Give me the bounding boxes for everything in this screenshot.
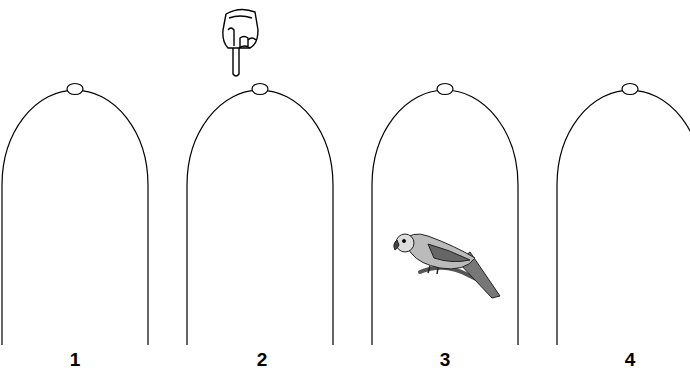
pointing-hand — [223, 9, 258, 76]
cage-outline — [187, 90, 333, 345]
cage-ring — [252, 84, 268, 95]
callout-number: 3 — [440, 350, 451, 369]
cage-ring — [622, 84, 638, 95]
cage-outline — [2, 90, 148, 345]
callout-number: 2 — [257, 350, 268, 369]
cage-outline — [557, 90, 690, 345]
bird-illustration — [394, 234, 500, 298]
callout-number: 1 — [70, 350, 81, 369]
cage-ring — [67, 84, 83, 95]
cage-outline — [372, 90, 518, 345]
callout-number: 4 — [625, 350, 636, 369]
cage-ring — [437, 84, 453, 95]
